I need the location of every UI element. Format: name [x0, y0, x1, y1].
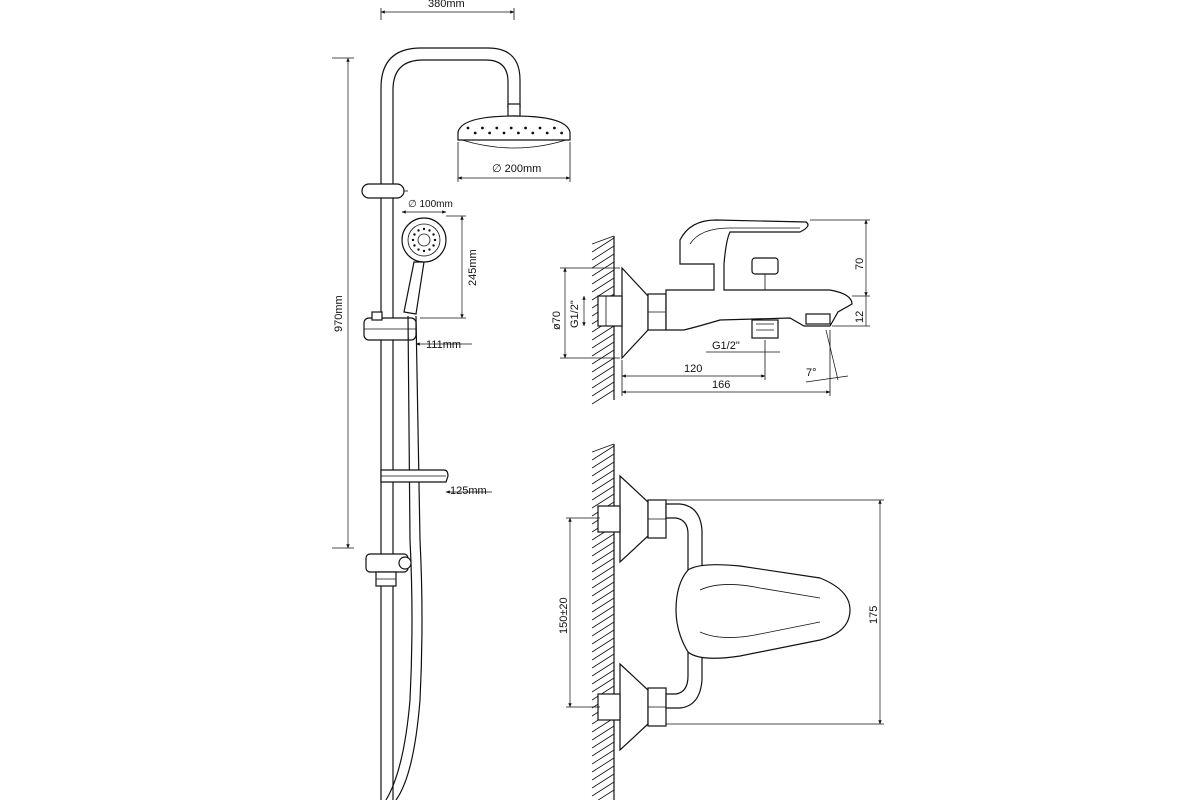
- shelf-width-label: 125mm: [450, 485, 487, 497]
- spout-length-label: 166: [712, 379, 730, 391]
- soap-shelf: [380, 469, 449, 483]
- hand-length-label: 245mm: [467, 249, 479, 286]
- hand-diameter-label: ∅ 100mm: [408, 199, 453, 210]
- total-height-label: 970mm: [333, 295, 345, 332]
- center-distance-label: 150±20: [558, 597, 570, 634]
- slider-clamp: [363, 311, 417, 341]
- spout-angle-label: 7°: [806, 367, 817, 379]
- mixer-height-label: 70: [854, 258, 866, 270]
- mixer-side-dimensions: ø70 G1/2" G1/2" 70 12 120 166 7°: [551, 219, 870, 396]
- outlet-distance-label: 120: [684, 363, 702, 375]
- rain-shower-head: [457, 115, 571, 149]
- wall-hatch-top: [591, 443, 615, 805]
- flange-diameter-label: ø70: [551, 311, 563, 330]
- shower-column: [361, 47, 571, 801]
- column-width-label: 380mm: [428, 0, 465, 10]
- outlet-thread-label: G1/2": [712, 340, 740, 352]
- head-diameter-label: ∅ 200mm: [492, 163, 541, 175]
- holder-offset-label: 111mm: [426, 339, 461, 351]
- body-width-label: 175: [868, 606, 880, 624]
- mixer-side-view: [591, 219, 853, 405]
- inlet-thread-label: G1/2": [569, 300, 581, 328]
- hand-shower: [401, 217, 447, 315]
- shower-dimensions: 380mm ∅ 200mm ∅ 100mm 245mm 970mm 111mm …: [332, 0, 571, 549]
- mixer-top-dimensions: 150±20 175: [558, 499, 884, 725]
- mixer-top-view: [591, 443, 851, 805]
- slide-holder-upper: [361, 183, 408, 199]
- spout-height-label: 12: [854, 311, 866, 323]
- diverter-valve: [365, 553, 412, 587]
